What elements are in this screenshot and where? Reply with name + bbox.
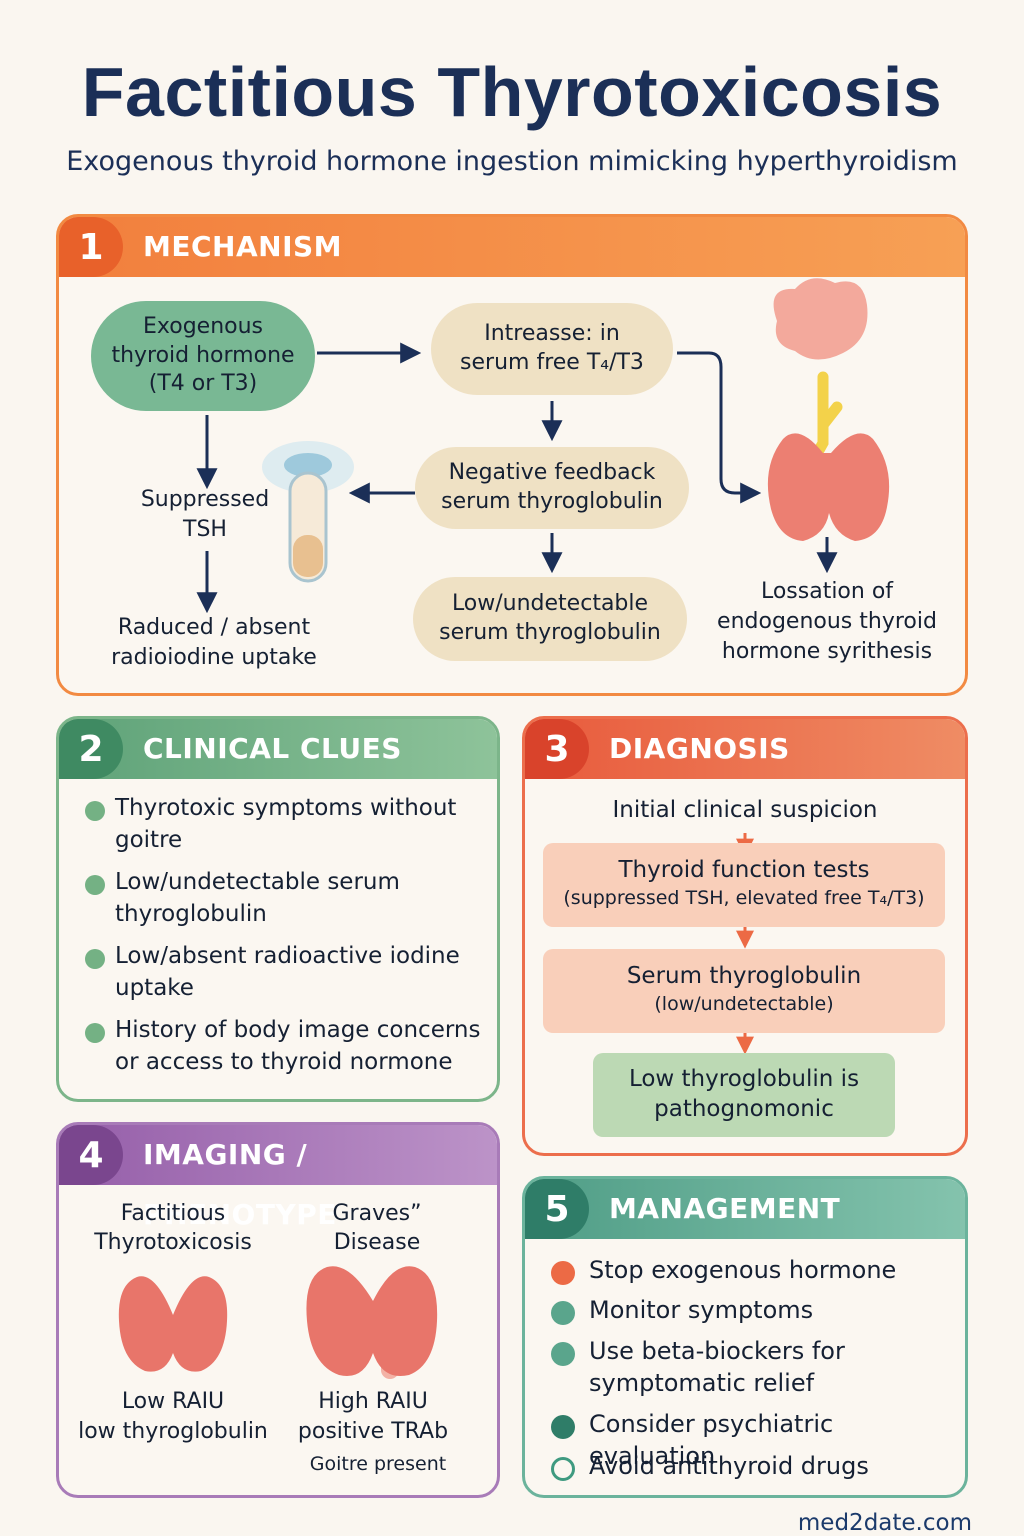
management-item: Use beta-biockers for symptomatic relief — [589, 1337, 845, 1397]
suspicion-label: Initial clinical suspicion — [612, 797, 878, 823]
head-icon — [551, 1415, 575, 1439]
clue-item: History of body image concerns or access… — [115, 1017, 481, 1075]
tft-detail: (suppressed TSH, elevated free T₄/T3) — [563, 887, 925, 909]
low-thyroglobulin-node: Low/undetectable serum thyroglobulin — [413, 577, 687, 661]
tft-title: Thyroid function tests — [618, 857, 870, 883]
diagnosis-header: 3 DIAGNOSIS — [525, 719, 965, 779]
arrow-to-thyroid — [677, 351, 762, 504]
exogenous-hormone-node: Exogenous thyroid hormone (T4 or T3) — [91, 301, 315, 411]
graves-title: Graves” Disease — [332, 1201, 422, 1256]
suppressed-tsh-label: Suppressed TSH — [140, 487, 270, 543]
management-number: 5 — [525, 1179, 589, 1239]
imaging-panel: 4 IMAGING / PHENOTYPE Factitious Thyroto… — [56, 1122, 500, 1498]
goitre-thyroid-icon — [306, 1266, 438, 1379]
bullet-icon — [85, 875, 105, 895]
imaging-heading: IMAGING / PHENOTYPE — [143, 1138, 337, 1231]
management-header: 5 MANAGEMENT — [525, 1179, 965, 1239]
small-thyroid-icon — [118, 1276, 228, 1372]
imaging-header: 4 IMAGING / PHENOTYPE — [59, 1125, 497, 1231]
clue-item: Thyrotoxic symptoms without goitre — [115, 795, 457, 853]
tft-box: Thyroid function tests (suppressed TSH, … — [543, 843, 945, 927]
clinical-clues-panel: 2 CLINICAL CLUES Thyrotoxic symptoms wit… — [56, 716, 500, 1102]
bullet-icon — [85, 801, 105, 821]
factitious-title: Factitious Thyrotoxicosis — [94, 1201, 252, 1256]
mechanism-header: 1 MECHANISM — [59, 217, 965, 277]
clue-item: Low/absent radioactive iodine uptake — [115, 943, 460, 1001]
graves-detail: High RAIU positive TRAb — [297, 1389, 449, 1444]
mechanism-panel: 1 MECHANISM Exogenous thyroid — [56, 214, 968, 696]
ban-icon — [551, 1457, 575, 1481]
factitious-detail: Low RAIU low thyroglobulin — [78, 1389, 268, 1444]
footer-site: med2date.com — [797, 1510, 972, 1536]
thyroid-images — [118, 1266, 438, 1379]
management-item: Monitor symptoms — [589, 1296, 814, 1324]
tg-detail: (low/undetectable) — [654, 993, 834, 1015]
clues-number: 2 — [59, 719, 123, 779]
cessation-label: Lossation of endogenous thyroid hormone … — [717, 579, 937, 664]
management-heading: MANAGEMENT — [609, 1192, 841, 1225]
bullet-icon — [85, 949, 105, 969]
test-tube-icon — [262, 441, 354, 583]
mechanism-arrows — [196, 278, 890, 614]
diagnosis-heading: DIAGNOSIS — [609, 732, 790, 765]
clues-heading: CLINICAL CLUES — [143, 732, 402, 765]
clues-header: 2 CLINICAL CLUES — [59, 719, 497, 779]
negative-feedback-node: Negative feedback serum thyroglobulin — [415, 447, 689, 529]
reduced-raiu-label: Raduced / absent radioiodine uptake — [111, 615, 317, 671]
diagnosis-number: 3 — [525, 719, 589, 779]
clue-item: Low/undetectable serum thyroglobulin — [115, 869, 400, 927]
monitor-icon — [551, 1301, 575, 1325]
tg-title: Serum thyroglobulin — [626, 963, 862, 989]
diagnosis-panel: 3 DIAGNOSIS Initial clinical suspicion T… — [522, 716, 968, 1156]
imaging-number: 4 — [59, 1125, 123, 1185]
mechanism-number: 1 — [59, 217, 123, 277]
management-item: Stop exogenous hormone — [589, 1256, 897, 1284]
stop-icon — [551, 1261, 575, 1285]
thyroglobulin-box: Serum thyroglobulin (low/undetectable) — [543, 949, 945, 1033]
bullet-icon — [85, 1023, 105, 1043]
management-panel: 5 MANAGEMENT Stop exogenous hormone Moni… — [522, 1176, 968, 1498]
management-item: Avoid antithyroid drugs — [589, 1452, 869, 1480]
mechanism-heading: MECHANISM — [143, 230, 343, 263]
graves-goitre-note: Goitre present — [309, 1453, 447, 1475]
pathognomonic-box: Low thyroglobulin is pathognomonic — [593, 1053, 895, 1137]
page-subtitle: Exogenous thyroid hormone ingestion mimi… — [66, 146, 958, 177]
pituitary-thyroid-icon — [767, 278, 890, 541]
increase-t4-node: Intreasse: in serum free T₄/T3 — [431, 303, 673, 395]
management-item: Consider psychiatric evaluation — [589, 1410, 834, 1470]
pill-icon — [551, 1342, 575, 1366]
page-title: Factitious Thyrotoxicosis — [81, 53, 943, 131]
